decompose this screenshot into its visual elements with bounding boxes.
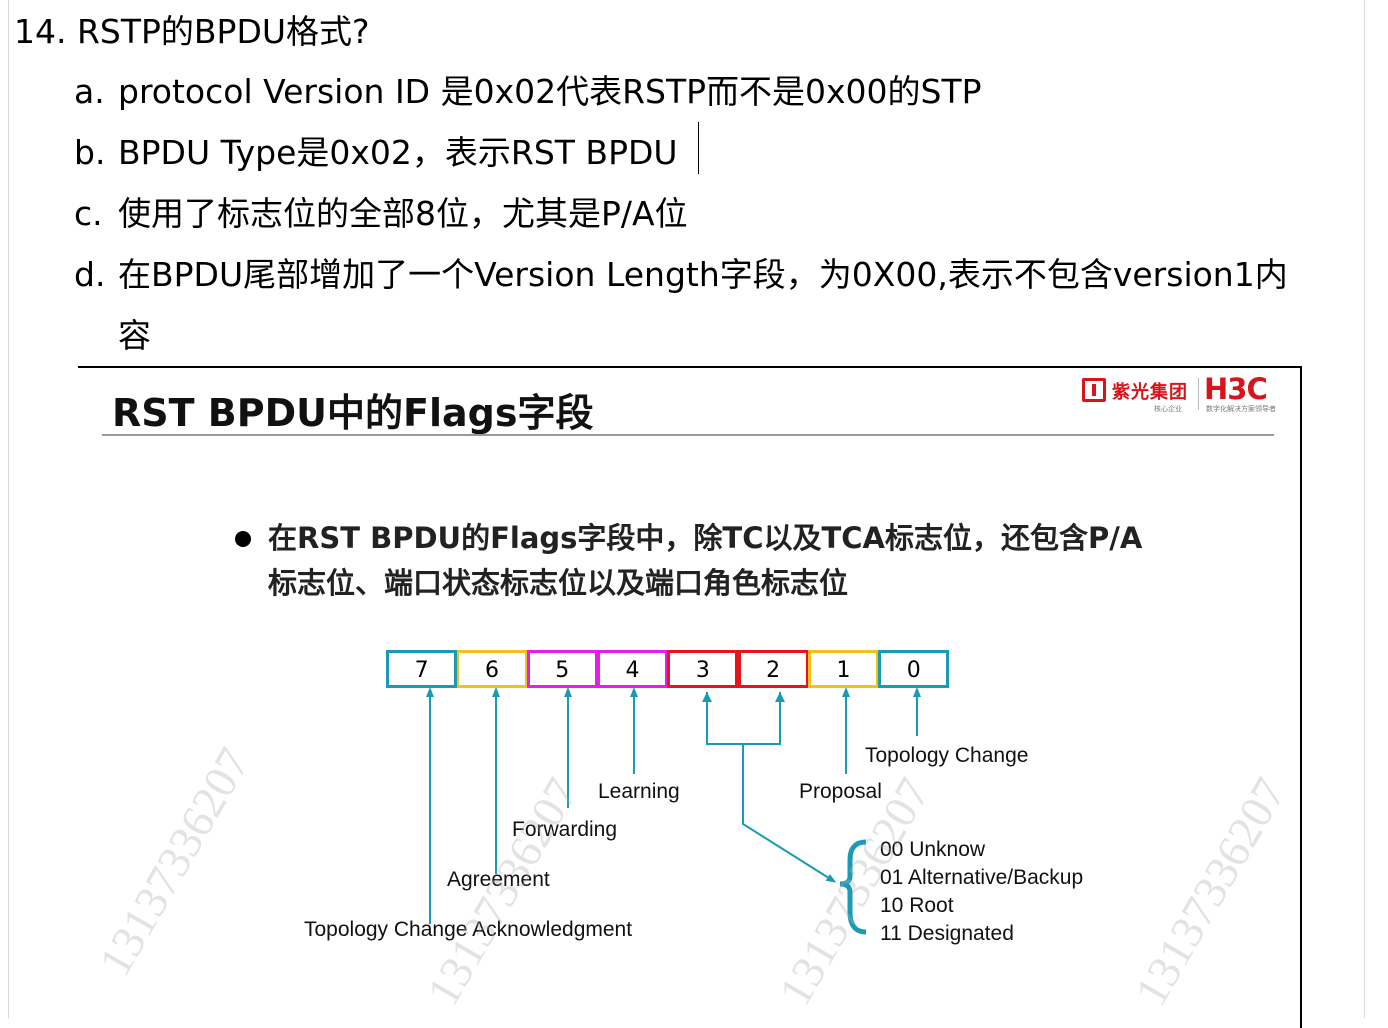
flag-bit-cell: 1 (807, 650, 880, 688)
item-marker: b. (74, 133, 106, 172)
embedded-slide: RST BPDU中的Flags字段 紫光集团 核心企业 H3C 数字化解决方案领… (78, 366, 1302, 1028)
flag-bit-cell: 4 (596, 650, 669, 688)
logo-subtitle-right: 数字化解决方案领导者 (1206, 405, 1276, 413)
company-logo: 紫光集团 核心企业 H3C 数字化解决方案领导者 (1082, 372, 1292, 414)
logo-divider (1198, 378, 1199, 410)
label-learning: Learning (598, 780, 680, 803)
item-text: 在BPDU尾部增加了一个Version Length字段，为0X00,表示不包含… (118, 255, 1288, 294)
text-cursor (698, 122, 699, 174)
slide-title: RST BPDU中的Flags字段 (112, 391, 594, 435)
item-marker: d. (74, 255, 106, 294)
item-marker: a. (74, 72, 105, 111)
role-value-0: 00 Unknow (880, 838, 986, 861)
logo-chinese-text: 紫光集团 (1112, 382, 1188, 403)
item-text: BPDU Type是0x02，表示RST BPDU (118, 133, 678, 172)
bullet-dot-icon (235, 531, 251, 547)
role-value-3: 11 Designated (880, 922, 1014, 945)
unigroup-logo-icon (1082, 378, 1106, 402)
flag-bit-cell: 0 (878, 650, 950, 688)
flag-bit-cell: 7 (386, 650, 458, 688)
flag-bit-cell: 6 (456, 650, 528, 688)
item-marker: c. (74, 194, 103, 233)
flag-arrows (426, 687, 921, 935)
flag-bit-cell: 3 (667, 650, 739, 688)
flag-bit-cell: 2 (737, 650, 809, 688)
flag-bit-cell: 5 (526, 650, 598, 688)
label-topology-change: Topology Change (865, 744, 1029, 767)
arrowhead-bit-3 (702, 692, 712, 702)
title-divider (102, 434, 1274, 436)
logo-brand: H3C (1204, 372, 1268, 406)
answer-item-d-continuation: 容 (118, 316, 151, 355)
arrowhead-bit-2 (775, 692, 785, 702)
label-agreement: Agreement (447, 868, 550, 891)
label-forwarding: Forwarding (512, 818, 618, 841)
label-topology-change-ack: Topology Change Acknowledgment (304, 918, 633, 941)
bracket-bits-3-2 (706, 692, 781, 745)
role-value-1: 01 Alternative/Backup (880, 866, 1084, 889)
page-left-border (8, 0, 9, 1018)
item-text: protocol Version ID 是0x02代表RSTP而不是0x00的S… (118, 72, 982, 111)
arrow-port-role (742, 744, 837, 883)
item-text: 使用了标志位的全部8位，尤其是P/A位 (118, 194, 688, 233)
bullet-text: 在RST BPDU的Flags字段中，除TC以及TCA标志位，还包含P/A标志位… (268, 521, 1143, 600)
role-values-brace-icon (839, 839, 867, 935)
page-right-border (1364, 0, 1365, 1018)
question-title: 14. RSTP的BPDU格式? (14, 12, 370, 51)
role-value-2: 10 Root (880, 894, 954, 917)
logo-subtitle-left: 核心企业 (1154, 405, 1182, 413)
label-proposal: Proposal (799, 780, 882, 803)
